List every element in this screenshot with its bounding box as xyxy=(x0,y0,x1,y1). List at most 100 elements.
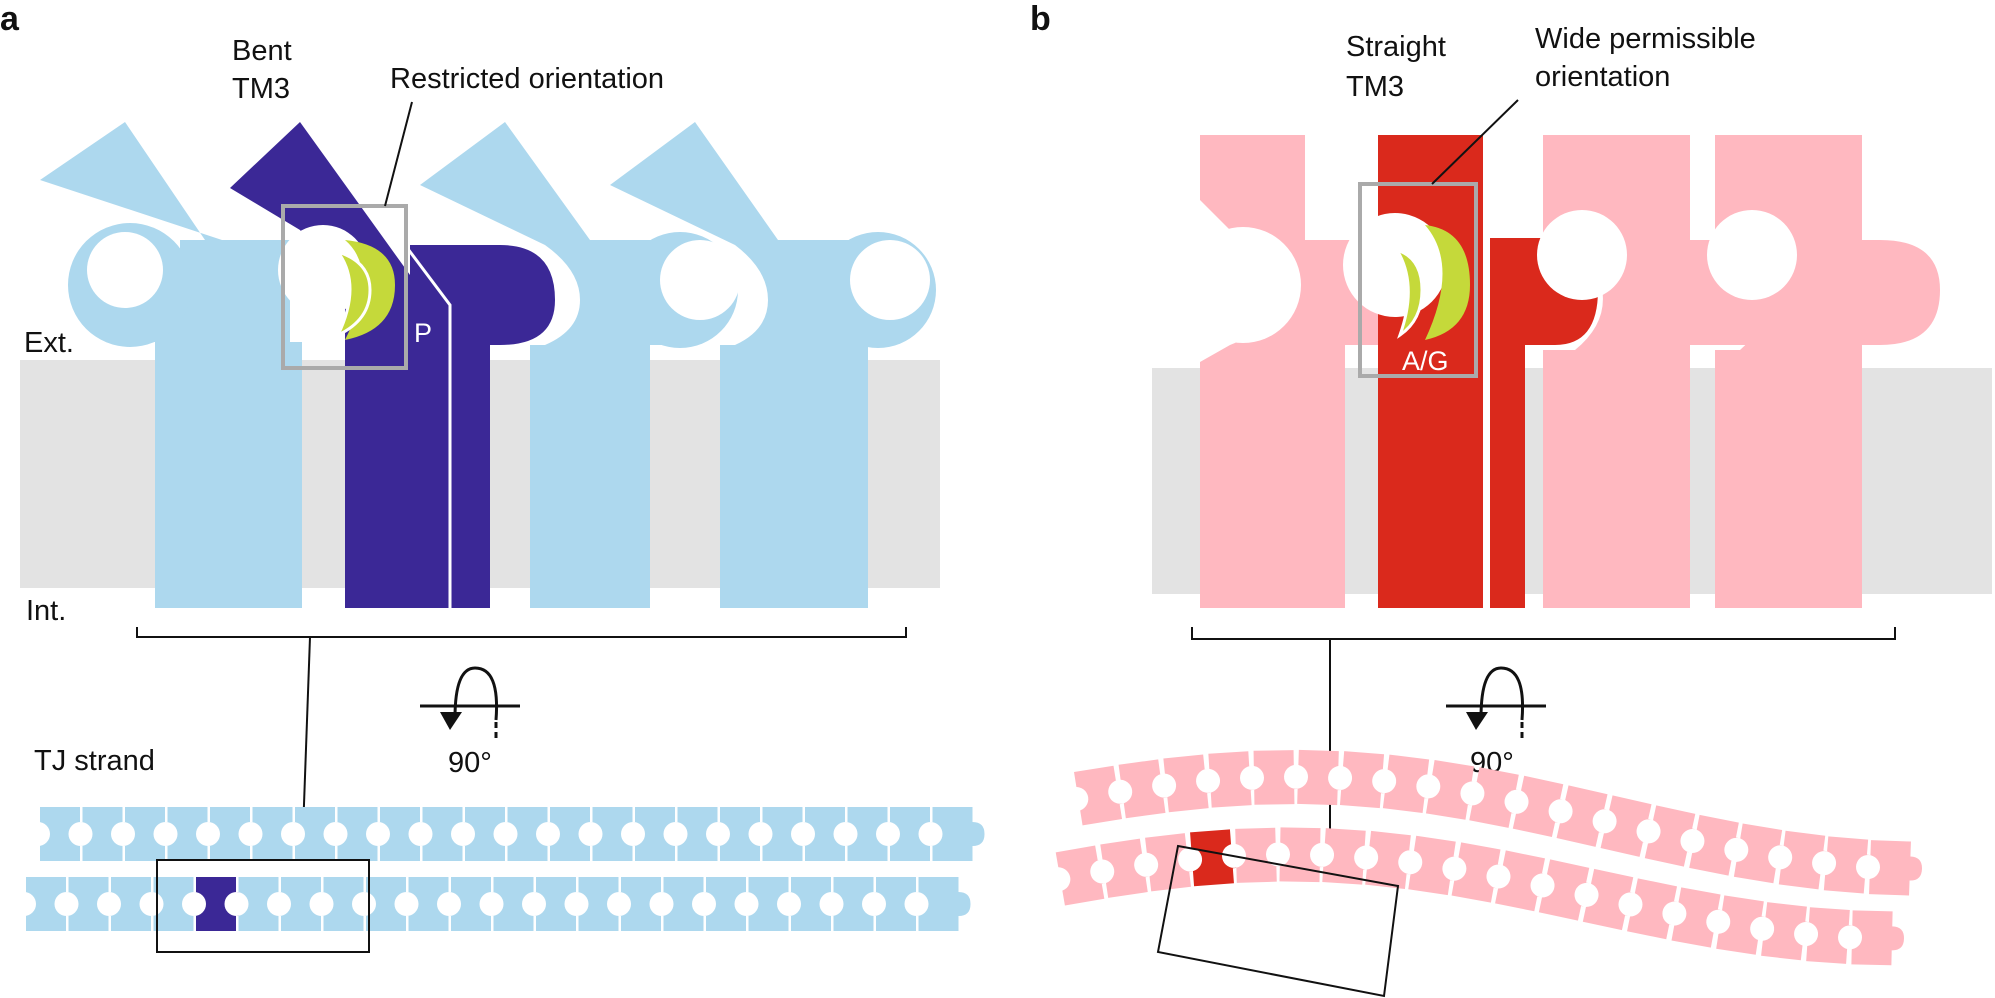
strand-subunit xyxy=(1442,842,1508,903)
strand-subunit xyxy=(12,877,78,931)
bracket-b xyxy=(1191,627,1896,640)
pocket-b1 xyxy=(1185,227,1301,343)
tm3-label-b-1: Straight xyxy=(1346,31,1446,63)
orientation-pointer-b xyxy=(1431,99,1519,185)
tm3-label-a-2: TM3 xyxy=(232,73,290,105)
orientation-pointer-a xyxy=(384,101,413,207)
strand-subunit xyxy=(26,807,92,861)
strand-subunit xyxy=(1750,902,1816,961)
strand-subunit xyxy=(281,807,347,861)
strand-subunit xyxy=(1812,836,1878,894)
strand-subunit xyxy=(366,807,432,861)
tj-strand-a-row-bottom xyxy=(12,877,971,931)
strand-subunit xyxy=(1266,827,1332,883)
tm3-label-a-1: Bent xyxy=(232,35,292,67)
rotation-label-a: 90° xyxy=(448,747,492,779)
zoom-box-a xyxy=(156,859,370,953)
pocket-b4 xyxy=(1707,210,1797,300)
orientation-box-b xyxy=(1358,182,1478,378)
strand-subunit xyxy=(408,807,475,861)
strand-subunit xyxy=(578,807,645,861)
strand-subunit xyxy=(54,877,121,931)
strand-subunit-bent-tm3 xyxy=(182,877,248,931)
pocket-bent xyxy=(278,225,368,315)
orientation-label-a: Restricted orientation xyxy=(390,63,664,95)
strand-subunit xyxy=(862,877,928,931)
strand-subunit xyxy=(394,877,461,931)
strand-subunit xyxy=(1838,910,1904,966)
pocket-a3 xyxy=(660,240,740,320)
strand-subunit xyxy=(1284,749,1350,806)
strand-subunit xyxy=(692,877,758,931)
strand-subunit xyxy=(1354,830,1420,889)
strand-subunit xyxy=(493,807,560,861)
pocket-b3 xyxy=(1537,210,1627,300)
orientation-label-b-2: orientation xyxy=(1535,61,1670,93)
strand-subunit xyxy=(238,807,305,861)
tm3-gap-b xyxy=(1483,135,1490,608)
panel-a-letter: a xyxy=(0,0,20,38)
panel-a: a Ext. Int. P xyxy=(0,0,985,953)
strand-subunit xyxy=(323,807,390,861)
strand-subunit xyxy=(791,807,857,861)
strand-label-a: TJ strand xyxy=(34,745,155,777)
strand-subunit xyxy=(196,807,262,861)
ligand-b-outer xyxy=(1425,225,1470,340)
rotate-90-icon-b xyxy=(1446,666,1546,740)
kink-line xyxy=(403,244,452,608)
strand-subunit xyxy=(1372,754,1438,814)
tj-strand-a-row-top xyxy=(26,807,985,861)
pocket-a4 xyxy=(850,240,930,320)
strand-subunit xyxy=(1108,759,1174,819)
strand-subunit xyxy=(1240,750,1306,805)
strand-subunit xyxy=(564,877,631,931)
strand-subunit xyxy=(607,877,673,931)
panel-b: b A/G Straight xyxy=(1030,0,1992,998)
tj-strand-b-row-bottom xyxy=(1046,827,1904,966)
strand-subunit xyxy=(437,877,503,931)
orientation-box-a xyxy=(281,204,408,370)
strand-subunit xyxy=(1416,760,1482,820)
rotate-90-icon-a xyxy=(420,666,520,740)
strand-subunit xyxy=(734,877,801,931)
strand-subunit xyxy=(309,877,376,931)
residue-label-a: P xyxy=(414,318,432,348)
strand-subunit-straight-tm3 xyxy=(1178,829,1244,887)
straight-tm3-subunit xyxy=(1378,135,1598,608)
strand-subunit xyxy=(748,807,815,861)
ligand-a-inner xyxy=(334,249,372,339)
strand-subunit xyxy=(1196,751,1262,808)
strand-subunit xyxy=(451,807,517,861)
strand-subunit xyxy=(536,807,602,861)
tm3-label-b-2: TM3 xyxy=(1346,71,1404,103)
strand-subunit xyxy=(819,877,886,931)
bracket-a xyxy=(136,627,907,638)
strand-subunit xyxy=(153,807,220,861)
strand-subunit xyxy=(1856,840,1922,896)
strand-subunit xyxy=(663,807,730,861)
orientation-label-b-1: Wide permissible xyxy=(1535,23,1756,55)
strand-subunit xyxy=(1398,835,1464,896)
strand-subunit xyxy=(111,807,177,861)
strand-subunit xyxy=(522,877,588,931)
strand-subunit xyxy=(918,807,985,861)
strand-subunit xyxy=(876,807,942,861)
strand-subunit xyxy=(1310,828,1376,885)
claudin-subunit-b1 xyxy=(1200,135,1350,608)
strand-subunit xyxy=(1794,907,1860,964)
residue-label-b: A/G xyxy=(1402,346,1449,376)
strand-subunit xyxy=(706,807,772,861)
strand-subunit xyxy=(904,877,971,931)
strand-subunit xyxy=(224,877,291,931)
strand-subunit xyxy=(649,877,716,931)
ext-label-a: Ext. xyxy=(24,327,74,359)
strand-subunit xyxy=(833,807,900,861)
strand-subunit xyxy=(621,807,687,861)
strand-subunit xyxy=(97,877,163,931)
tj-strand-b-row-top xyxy=(1064,749,1922,896)
int-label-a: Int. xyxy=(26,595,66,627)
strand-subunit xyxy=(1090,838,1156,898)
strand-subunit xyxy=(777,877,843,931)
strand-subunit xyxy=(1328,751,1394,809)
